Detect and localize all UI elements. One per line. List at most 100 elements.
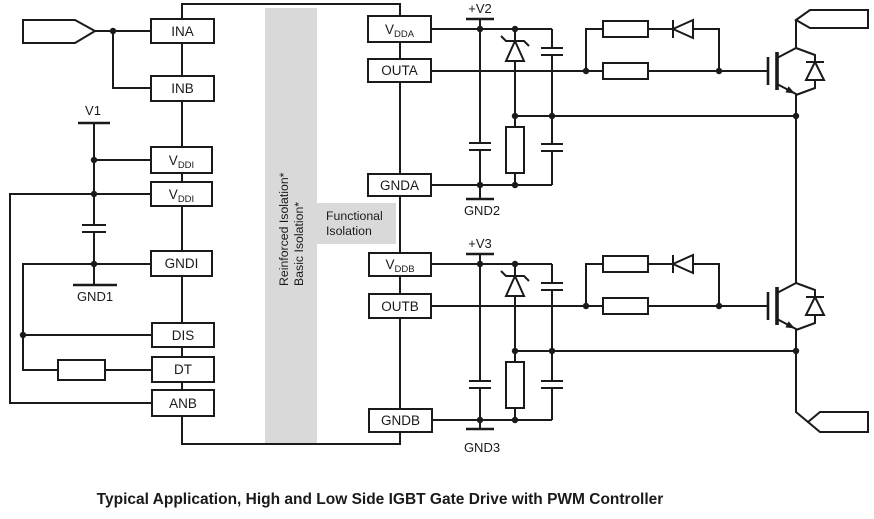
gate-diode-b	[670, 253, 694, 275]
pin-box-vddi-2: VDDI	[150, 181, 213, 207]
freewheel-diode-a-leads	[795, 47, 816, 96]
wire-igbt-a-collector	[776, 20, 797, 59]
pin-box-vdda: VDDA	[367, 15, 432, 43]
pin-label-gndi: GNDI	[164, 256, 199, 271]
pin-label-vddi-2: VDDI	[168, 186, 195, 205]
resistors	[57, 20, 649, 409]
freewheel-diode-b-triangle	[804, 294, 826, 316]
junction-dot	[792, 347, 800, 355]
junction-dot	[548, 112, 556, 120]
wire-gate-loop-a	[585, 28, 720, 71]
zener-a-cathode-bar	[500, 35, 530, 47]
pin-box-anb: ANB	[151, 389, 215, 417]
pin-label-outb: OUTB	[381, 298, 419, 314]
zener-diode-b	[500, 270, 530, 297]
junction-dot	[511, 181, 519, 189]
connector-tags	[22, 9, 869, 433]
functional-isolation-label-line1: Functional	[326, 208, 383, 223]
pin-box-outb: OUTB	[368, 293, 432, 319]
junction-dot	[511, 25, 519, 33]
supply-and-ground-bars	[73, 17, 494, 431]
junction-dot	[476, 181, 484, 189]
pin-label-gnda: GNDA	[379, 177, 419, 193]
resistor-bleed-a	[505, 126, 525, 174]
junction-dot	[476, 260, 484, 268]
wires	[9, 3, 809, 445]
junction-dot	[90, 156, 98, 164]
functional-isolation-region: Functional Isolation	[317, 203, 396, 244]
wire-igbt-b-emitter	[776, 318, 809, 423]
junction-dot	[511, 347, 519, 355]
freewheel-diode-b-leads	[795, 282, 816, 331]
igbt-a-emitter-arrow	[785, 86, 795, 94]
pin-box-dis: DIS	[151, 322, 215, 348]
pin-label-dis: DIS	[171, 327, 195, 343]
junction-dots	[19, 25, 800, 424]
bus-tag-bottom	[806, 411, 869, 433]
wire-igbt-a-emitter-to-b-collector	[776, 83, 797, 283]
wire-vddi2-anb-loop	[9, 193, 151, 404]
junction-dot	[476, 416, 484, 424]
functional-isolation-label-line2: Isolation	[326, 223, 372, 238]
gate-diode-a	[670, 18, 694, 40]
gnd1-label: GND1	[76, 289, 114, 304]
resistor-dt	[57, 359, 106, 381]
capacitor-a-top	[541, 47, 563, 56]
wire-gate-loop-b	[585, 263, 720, 306]
junction-dot	[90, 190, 98, 198]
resistor-gate-a-bottom	[602, 62, 649, 80]
igbt-b-emitter-arrow	[785, 321, 795, 329]
junction-dot	[511, 260, 519, 268]
capacitor-b-bottom	[541, 380, 563, 389]
junction-dot	[715, 67, 723, 75]
pin-box-gnda: GNDA	[367, 173, 432, 197]
resistor-gate-a-top	[602, 20, 649, 38]
junction-dot	[715, 302, 723, 310]
figure-caption: Typical Application, High and Low Side I…	[96, 491, 664, 508]
wire-gndi-dt-loop	[22, 263, 150, 371]
v1-label: V1	[85, 103, 101, 118]
capacitor-a-bulk	[469, 142, 491, 151]
resistor-bleed-b	[505, 361, 525, 409]
wire-ina-top-to-vdda	[181, 3, 401, 18]
pin-box-gndi: GNDI	[150, 250, 213, 277]
isolation-barrier-band	[265, 8, 317, 445]
junction-dot	[582, 302, 590, 310]
capacitor-input	[82, 224, 106, 233]
pin-label-vddb: VDDB	[385, 257, 415, 275]
capacitors	[82, 47, 563, 389]
pin-label-outa: OUTA	[381, 63, 418, 78]
junction-dot	[109, 27, 117, 35]
pin-label-vddi-1: VDDI	[168, 152, 195, 171]
pin-label-gndb: GNDB	[380, 413, 420, 428]
capacitor-b-top	[541, 282, 563, 291]
junction-dot	[582, 67, 590, 75]
junction-dot	[548, 347, 556, 355]
v2-label: +V2	[468, 1, 492, 16]
gnd3-label: GND3	[463, 440, 501, 455]
freewheel-diode-a	[795, 47, 826, 96]
junction-dot	[792, 112, 800, 120]
pin-box-ina: INA	[150, 18, 215, 44]
pin-box-dt: DT	[151, 356, 215, 383]
diodes	[500, 18, 826, 331]
bus-tag-top	[794, 9, 869, 29]
pin-label-dt: DT	[174, 362, 192, 377]
capacitor-b-bulk	[469, 380, 491, 389]
wire-igbt-b-collector	[776, 282, 797, 294]
junction-dot	[511, 112, 519, 120]
pin-label-anb: ANB	[169, 395, 197, 411]
zener-b-cathode-bar	[500, 270, 530, 282]
junction-dot	[511, 416, 519, 424]
gate-diode-b-triangle	[670, 253, 694, 275]
pin-box-outa: OUTA	[367, 58, 432, 83]
pin-box-vddi-1: VDDI	[150, 146, 213, 174]
junction-dot	[19, 331, 27, 339]
capacitor-a-bottom	[541, 143, 563, 152]
pin-box-vddb: VDDB	[368, 252, 432, 277]
freewheel-diode-a-triangle	[804, 59, 826, 81]
junction-dot	[90, 260, 98, 268]
zener-diode-a	[500, 35, 530, 62]
